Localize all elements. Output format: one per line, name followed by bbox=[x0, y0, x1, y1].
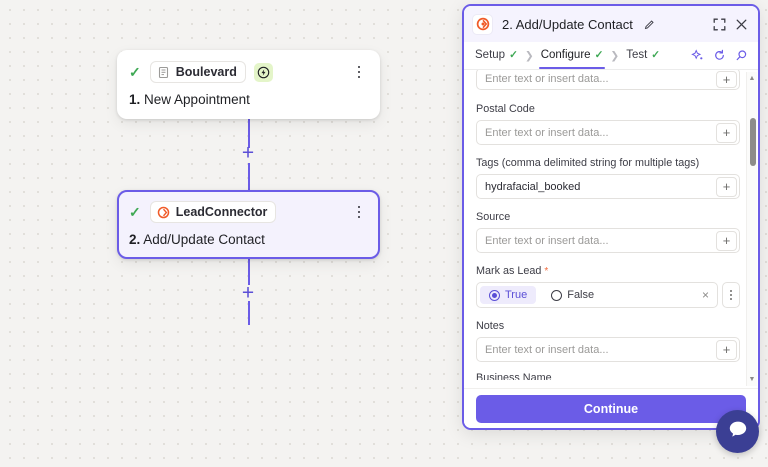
scroll-up-arrow[interactable]: ▲ bbox=[748, 75, 756, 82]
input-postal-code[interactable]: + bbox=[476, 120, 740, 145]
edge-trigger-to-plus bbox=[248, 118, 250, 148]
config-form-scroll-area[interactable]: + Postal Code + Tags (comma delimited st… bbox=[464, 70, 758, 388]
pencil-icon[interactable] bbox=[644, 19, 655, 30]
continue-button[interactable]: Continue bbox=[476, 394, 746, 423]
leadconnector-icon bbox=[157, 206, 170, 219]
node-header: ✓ LeadConnector bbox=[129, 201, 366, 223]
workflow-node-action[interactable]: ✓ LeadConnector 2. Add/Update Contact bbox=[117, 190, 380, 259]
node-app-name: LeadConnector bbox=[175, 205, 268, 219]
clear-icon[interactable]: × bbox=[701, 288, 709, 302]
power-bolt-icon[interactable] bbox=[253, 62, 273, 82]
scrollbar-thumb[interactable] bbox=[749, 118, 756, 166]
field-label: Mark as Lead * bbox=[476, 265, 740, 277]
tab-setup[interactable]: Setup ✓ bbox=[475, 49, 518, 62]
field-label: Tags (comma delimited string for multipl… bbox=[476, 157, 700, 169]
node-step-title: Add/Update Contact bbox=[143, 232, 265, 247]
tab-check-icon: ✓ bbox=[594, 49, 604, 61]
node-header: ✓ Boulevard bbox=[129, 61, 366, 83]
add-step-button-2[interactable]: + bbox=[241, 281, 255, 305]
field-label: Notes bbox=[476, 320, 505, 332]
edge-action-to-plus bbox=[248, 258, 250, 285]
node-menu-button[interactable] bbox=[352, 64, 366, 80]
field-clipped-top: + bbox=[476, 70, 740, 90]
insert-data-button[interactable]: + bbox=[716, 339, 737, 360]
tabbar-actions bbox=[691, 49, 748, 62]
search-icon[interactable] bbox=[735, 49, 748, 62]
field-tags: Tags (comma delimited string for multipl… bbox=[476, 157, 740, 199]
field-label-business-name: Business Name bbox=[476, 372, 552, 380]
panel-title: 2. Add/Update Contact bbox=[502, 16, 633, 32]
field-source: Source + bbox=[476, 211, 740, 253]
ai-sparkle-icon[interactable] bbox=[691, 49, 704, 62]
radio-label: True bbox=[505, 289, 528, 301]
tab-label: Test bbox=[626, 49, 648, 61]
input-clipped-top[interactable]: + bbox=[476, 70, 740, 90]
node-title: 1. New Appointment bbox=[129, 92, 366, 107]
close-icon[interactable] bbox=[735, 18, 748, 31]
field-menu-button[interactable] bbox=[722, 282, 740, 308]
scroll-down-arrow[interactable]: ▼ bbox=[748, 376, 756, 383]
text-input[interactable] bbox=[477, 175, 716, 198]
node-menu-button[interactable] bbox=[352, 204, 366, 220]
node-app-name: Boulevard bbox=[175, 65, 237, 79]
refresh-icon[interactable] bbox=[713, 49, 726, 62]
text-input[interactable] bbox=[477, 121, 716, 144]
radio-dot-icon bbox=[489, 289, 500, 301]
tab-check-icon: ✓ bbox=[509, 49, 518, 61]
tab-test[interactable]: Test ✓ bbox=[626, 49, 660, 62]
input-notes[interactable]: + bbox=[476, 337, 740, 362]
leadconnector-logo-icon bbox=[472, 13, 493, 35]
edge-plus-to-action bbox=[248, 163, 250, 191]
node-valid-check-icon: ✓ bbox=[129, 64, 141, 80]
radio-group-mark-as-lead[interactable]: True False × bbox=[476, 282, 718, 308]
radio-group-row: True False × bbox=[476, 282, 740, 308]
chat-bubble-icon bbox=[727, 418, 749, 445]
node-title: 2. Add/Update Contact bbox=[129, 232, 366, 247]
edge-plus-to-end bbox=[248, 301, 250, 325]
text-input[interactable] bbox=[477, 70, 716, 89]
radio-dot-icon bbox=[551, 289, 563, 301]
chat-launcher-button[interactable] bbox=[716, 410, 759, 453]
field-notes: Notes + bbox=[476, 320, 740, 362]
node-step-number: 1. bbox=[129, 92, 141, 107]
form-scrollbar[interactable]: ▲ ▼ bbox=[746, 72, 757, 386]
radio-option-false[interactable]: False bbox=[542, 286, 603, 304]
insert-data-button[interactable]: + bbox=[716, 230, 737, 251]
required-marker: * bbox=[544, 266, 549, 277]
insert-data-button[interactable]: + bbox=[716, 176, 737, 197]
field-label-text: Mark as Lead bbox=[476, 265, 542, 277]
insert-data-button[interactable]: + bbox=[716, 70, 737, 88]
panel-tabbar[interactable]: Setup ✓ ❯ Configure ✓ ❯ Test ✓ bbox=[464, 42, 758, 70]
boulevard-icon bbox=[157, 66, 170, 79]
workflow-node-trigger[interactable]: ✓ Boulevard bbox=[117, 50, 380, 119]
panel-footer: Continue bbox=[464, 388, 758, 428]
expand-icon[interactable] bbox=[713, 18, 726, 31]
tab-separator-1: ❯ bbox=[524, 49, 534, 62]
field-label: Source bbox=[476, 211, 511, 223]
text-input[interactable] bbox=[477, 338, 716, 361]
add-step-button-1[interactable]: + bbox=[241, 141, 255, 165]
field-postal-code: Postal Code + bbox=[476, 103, 740, 145]
node-app-chip[interactable]: Boulevard bbox=[149, 61, 246, 83]
radio-option-true[interactable]: True bbox=[480, 286, 537, 304]
input-source[interactable]: + bbox=[476, 228, 740, 253]
node-app-chip[interactable]: LeadConnector bbox=[149, 201, 277, 223]
tab-check-icon: ✓ bbox=[651, 49, 661, 61]
tab-label: Setup bbox=[475, 49, 506, 61]
panel-header: 2. Add/Update Contact bbox=[464, 6, 758, 42]
text-input[interactable] bbox=[477, 229, 716, 252]
insert-data-button[interactable]: + bbox=[716, 122, 737, 143]
node-step-number: 2. bbox=[129, 232, 141, 247]
config-form: + Postal Code + Tags (comma delimited st… bbox=[476, 70, 748, 380]
tab-separator-2: ❯ bbox=[610, 49, 620, 62]
node-step-title: New Appointment bbox=[144, 92, 250, 107]
step-config-panel[interactable]: 2. Add/Update Contact Setup ✓ ❯ Configur… bbox=[462, 4, 760, 430]
tab-label: Configure bbox=[540, 49, 591, 61]
field-label: Postal Code bbox=[476, 103, 535, 115]
field-mark-as-lead: Mark as Lead * True False × bbox=[476, 265, 740, 308]
radio-label: False bbox=[567, 289, 595, 301]
tab-configure[interactable]: Configure ✓ bbox=[538, 49, 606, 69]
node-valid-check-icon: ✓ bbox=[129, 204, 141, 220]
input-tags[interactable]: + bbox=[476, 174, 740, 199]
